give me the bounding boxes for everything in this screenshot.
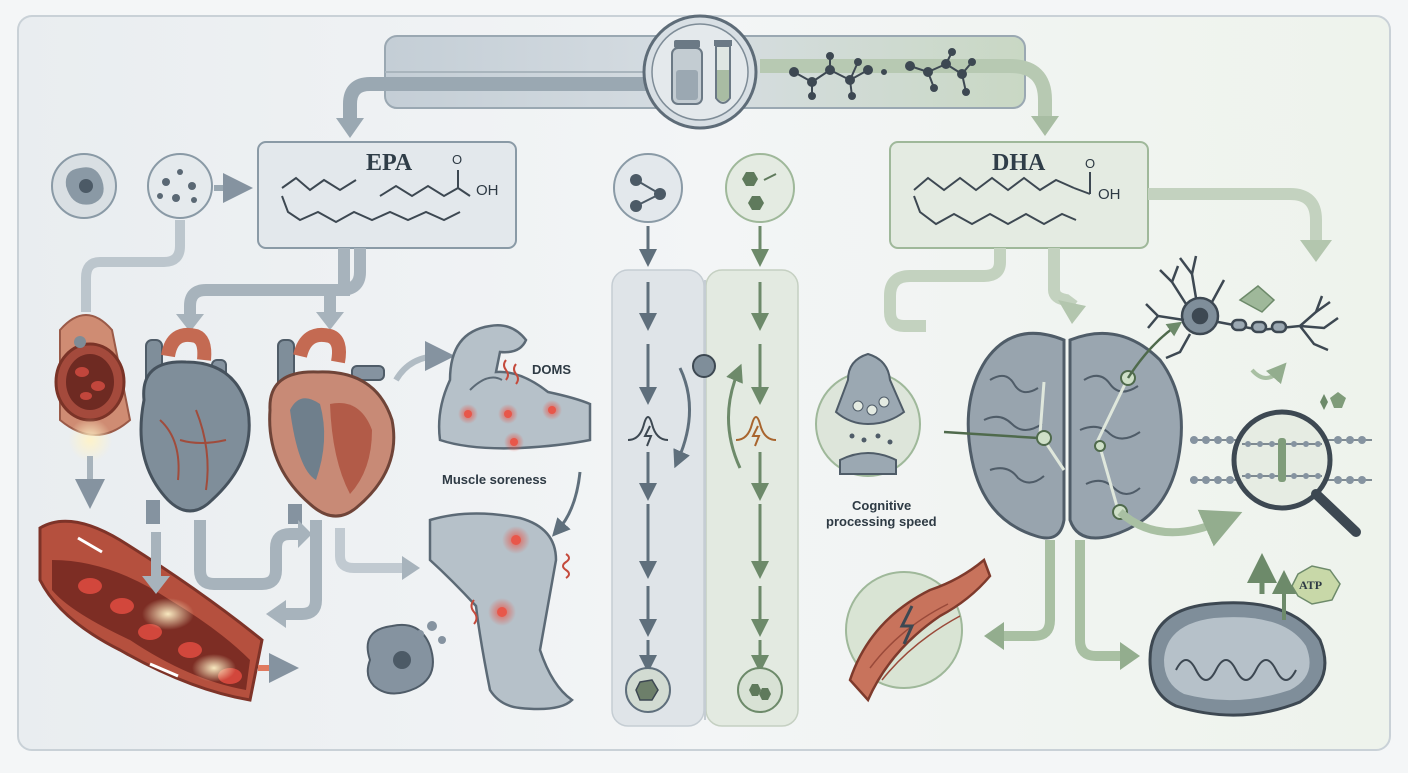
brain-to-mitochondria-arrow xyxy=(1075,540,1122,661)
epa-o-label: O xyxy=(452,152,463,167)
epa-oh-label: OH xyxy=(476,182,499,199)
doms-label: DOMS xyxy=(532,362,571,377)
epa-structure-box xyxy=(257,141,517,249)
dha-mechanism-column xyxy=(705,269,799,727)
magnifier-icon xyxy=(1231,409,1361,537)
dha-to-neuron-arrow xyxy=(1148,188,1322,244)
interaction-node xyxy=(692,354,716,378)
heart-icon xyxy=(139,328,251,524)
heart-vessel-pathway xyxy=(194,520,300,590)
epa-to-heart-arrow xyxy=(184,248,366,318)
receptor-icon xyxy=(613,153,683,223)
pathway-to-artery xyxy=(81,220,185,312)
source-to-dha-arrow xyxy=(760,59,1052,120)
immune-cell-icon xyxy=(51,153,117,219)
epa-outcome-icon xyxy=(625,667,671,713)
arm-muscle-icon xyxy=(437,324,592,452)
cognitive-label-line1: Cognitive xyxy=(852,498,912,513)
mitochondria-icon xyxy=(1148,601,1327,717)
blood-vessel-icon xyxy=(38,519,299,702)
dha-outcome-icon xyxy=(737,667,783,713)
heart-cross-section-icon xyxy=(268,328,396,524)
artery-icon xyxy=(54,314,132,462)
epa-mechanism-column xyxy=(611,269,705,727)
epa-label: EPA xyxy=(366,150,413,176)
leg-icon xyxy=(428,512,574,711)
macrophage-icon xyxy=(366,621,446,695)
supplement-source xyxy=(642,14,758,130)
dha-o-label: O xyxy=(1085,156,1096,171)
synapse-icon xyxy=(815,352,921,477)
test-tube-icon xyxy=(714,40,732,104)
hexagon-molecule-icon xyxy=(725,153,795,223)
source-to-epa-arrow xyxy=(343,77,655,122)
neuron-icon xyxy=(1145,255,1339,360)
lightning-icon xyxy=(627,416,777,447)
vial-icon xyxy=(671,40,703,105)
atp-label: ATP xyxy=(1299,578,1323,592)
dha-to-synapse-pathway xyxy=(884,248,1006,332)
muscle-soreness-label: Muscle soreness xyxy=(442,472,547,487)
molecule-icon xyxy=(789,48,976,100)
cognitive-label-line2: processing speed xyxy=(826,514,937,529)
atp-badge xyxy=(1291,565,1341,605)
dha-label: DHA xyxy=(992,150,1046,176)
molecule-cluster-icon xyxy=(147,153,213,219)
muscle-fiber-icon xyxy=(845,557,992,703)
dha-oh-label: OH xyxy=(1098,186,1121,203)
brain-to-muscle-arrow xyxy=(1000,540,1055,641)
